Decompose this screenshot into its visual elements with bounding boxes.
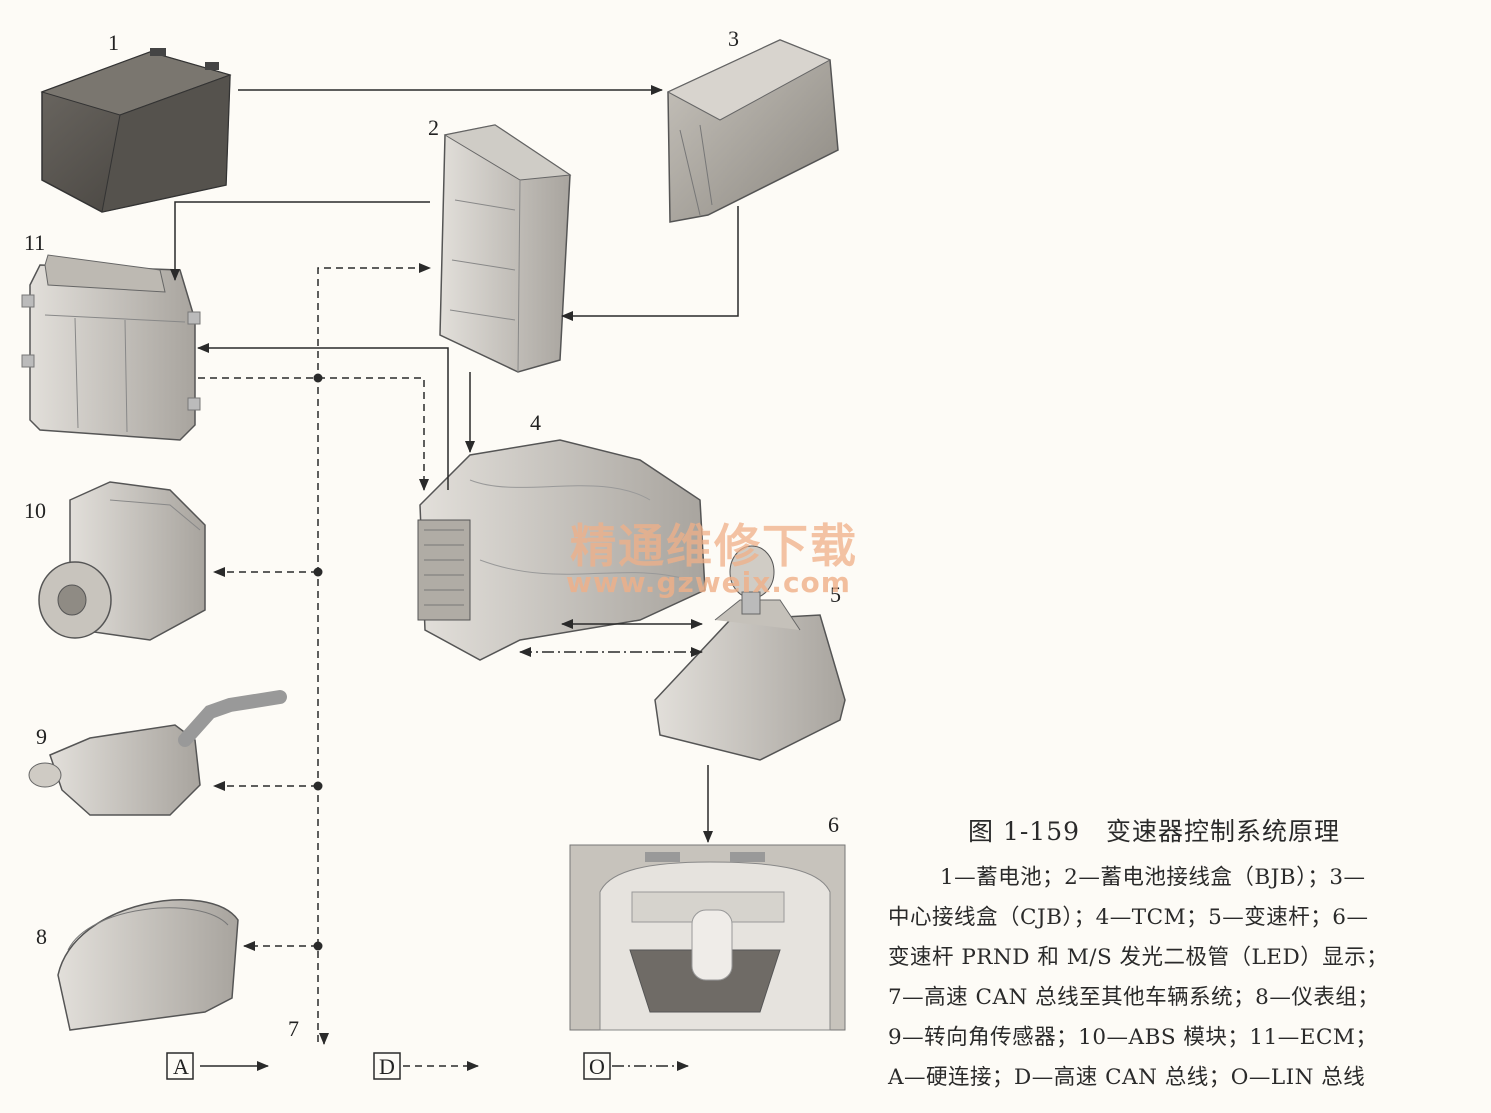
abs-module-component — [38, 481, 206, 641]
label-1: 1 — [108, 30, 119, 55]
watermark-line-2: www.gzweix.com — [566, 566, 851, 599]
caption-line-2: 中心接线盒（CJB）；4—TCM；5—变速杆；6— — [888, 905, 1369, 930]
legend-key-a: A — [173, 1054, 189, 1079]
figure-number: 图 1-159 — [968, 817, 1081, 846]
watermark: 精通维修下载 www.gzweix.com — [566, 519, 858, 599]
caption-line-4: 7—高速 CAN 总线至其他车辆系统；8—仪表组； — [888, 985, 1380, 1010]
label-11: 11 — [24, 230, 45, 255]
caption-line-3: 变速杆 PRND 和 M/S 发光二极管（LED）显示； — [888, 945, 1389, 970]
legend-lin-bus: O — [583, 1052, 611, 1080]
legend-can-bus: D — [373, 1052, 401, 1080]
label-9: 9 — [36, 724, 47, 749]
caption-line-1: 1—蓄电池；2—蓄电池接线盒（BJB）；3— — [940, 865, 1366, 890]
prnd-display-component — [569, 844, 846, 1031]
watermark-line-1: 精通维修下载 — [570, 519, 858, 573]
label-3: 3 — [728, 26, 739, 51]
caption-title-row: 图 1-159 变速器控制系统原理 — [968, 812, 1478, 848]
label-7: 7 — [288, 1016, 299, 1041]
ecm-component — [21, 254, 201, 441]
tcm-component — [417, 439, 706, 661]
legend-hard-connection: A — [166, 1052, 194, 1080]
battery-component — [40, 48, 232, 213]
legend-key-o: O — [589, 1054, 605, 1079]
label-6: 6 — [828, 812, 839, 837]
figure-title: 变速器控制系统原理 — [1106, 817, 1341, 846]
label-2: 2 — [428, 115, 439, 140]
steering-angle-sensor-component — [28, 690, 287, 816]
label-5: 5 — [830, 582, 841, 607]
caption-line-6: A—硬连接；D—高速 CAN 总线；O—LIN 总线 — [888, 1065, 1366, 1090]
legend-key-d: D — [379, 1054, 395, 1079]
label-4: 4 — [530, 410, 541, 435]
cjb-component — [666, 39, 839, 223]
label-8: 8 — [36, 924, 47, 949]
caption-line-5: 9—转向角传感器；10—ABS 模块；11—ECM； — [888, 1025, 1378, 1050]
label-10: 10 — [24, 498, 46, 523]
bjb-component — [439, 124, 572, 373]
instrument-cluster-component — [57, 899, 239, 1031]
bus-junction-dots — [313, 373, 323, 951]
